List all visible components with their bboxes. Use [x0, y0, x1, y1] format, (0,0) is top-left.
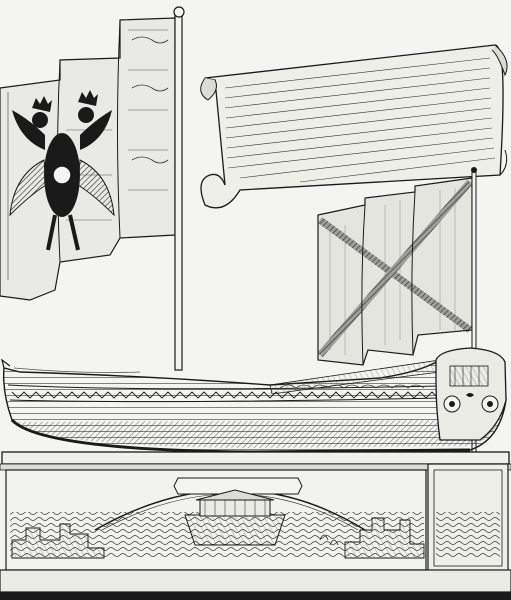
inscription-scroll [200, 44, 508, 209]
main-mast [173, 6, 185, 371]
pedestal-right-label [446, 511, 506, 523]
pedestal-banner-text [186, 474, 296, 490]
double-headed-eagle [9, 90, 115, 251]
pedestal-cap [0, 451, 511, 471]
relief-scene [10, 477, 500, 559]
ship-hull [1, 358, 507, 454]
eagle-flag [0, 17, 176, 301]
st-andrew-flag [317, 177, 473, 366]
pedestal-base [0, 569, 511, 600]
stern-castle [435, 347, 507, 441]
